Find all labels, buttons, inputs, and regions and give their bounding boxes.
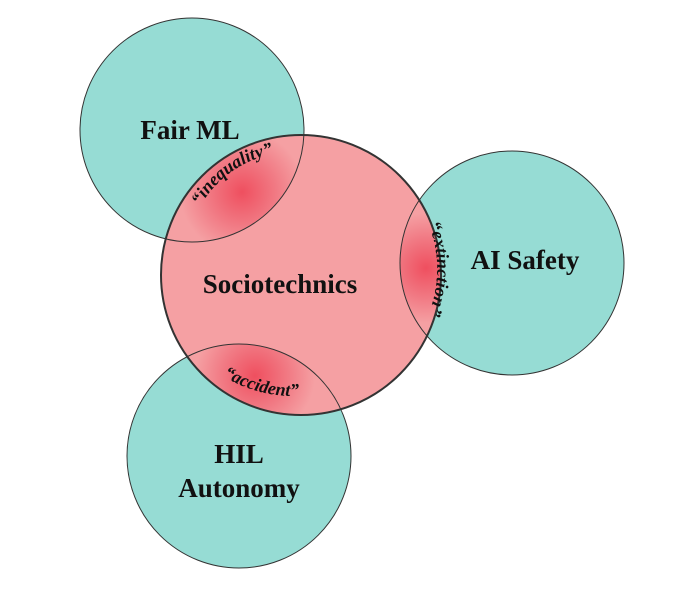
fair-ml-label: Fair ML	[140, 115, 239, 145]
sociotechnics-outline	[160, 134, 442, 416]
ai-safety-label: AI Safety	[471, 245, 580, 275]
sociotechnics-label: Sociotechnics	[203, 269, 358, 299]
overlap-ai-safety	[399, 150, 441, 376]
hil-autonomy-label-line1: HIL	[214, 439, 264, 469]
hil-autonomy-label-line2: Autonomy	[178, 473, 300, 503]
overlap-fair-ml	[161, 135, 305, 243]
